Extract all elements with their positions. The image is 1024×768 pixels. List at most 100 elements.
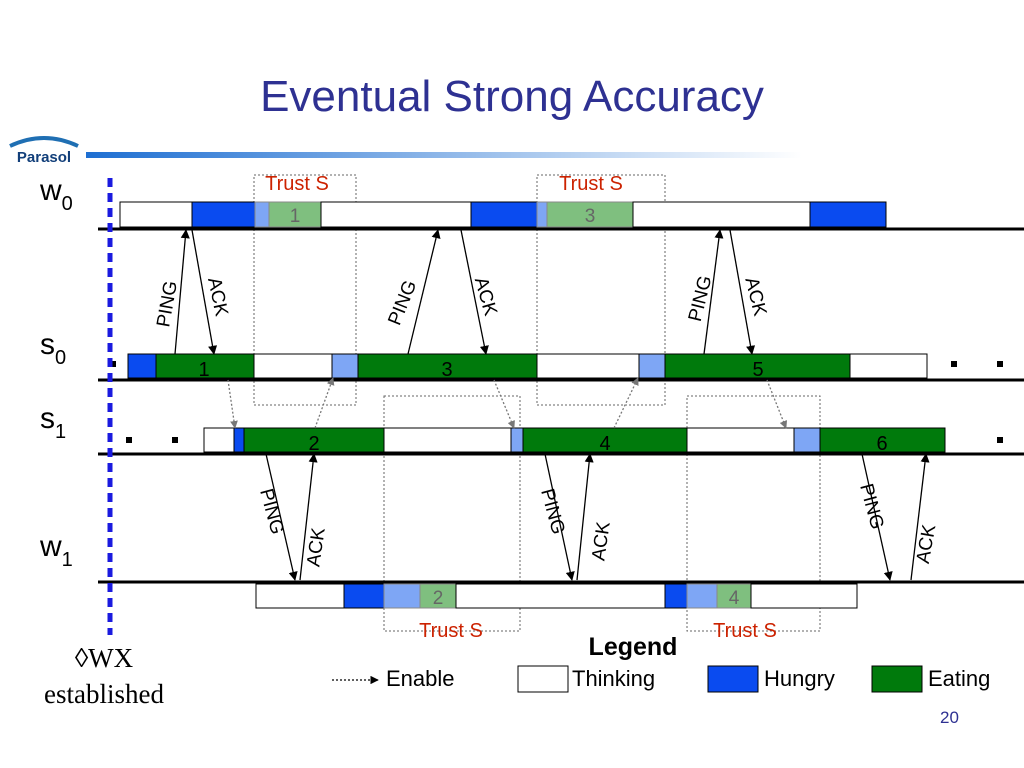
eating-block-light — [716, 583, 752, 609]
enable-arrow — [613, 377, 639, 429]
thinking-block — [320, 201, 472, 228]
hungry-block-light — [536, 201, 548, 228]
ack-label: ACK — [203, 276, 232, 319]
ack-label: ACK — [588, 520, 614, 562]
page-number: 20 — [940, 708, 959, 727]
hungry-block-light — [638, 353, 666, 379]
ack-label: ACK — [303, 526, 329, 568]
legend-title: Legend — [589, 633, 678, 661]
hungry-block — [127, 353, 157, 379]
thinking-block — [686, 427, 795, 453]
eating-number: 1 — [290, 206, 301, 227]
wx-note-line1: ◊WX — [75, 643, 134, 673]
thinking-block — [255, 583, 345, 609]
thinking-block — [119, 201, 193, 228]
ack-arrow — [460, 229, 489, 355]
ping-arrow — [174, 229, 190, 355]
hungry-block-light — [254, 201, 270, 228]
ack-arrow — [299, 453, 318, 581]
hungry-block-light — [686, 583, 718, 609]
ping-arrow — [861, 453, 893, 581]
eating-block — [357, 353, 538, 379]
thinking-block — [383, 427, 512, 453]
thinking-block — [750, 583, 858, 609]
eating-number: 5 — [752, 359, 763, 381]
thinking-block — [536, 353, 640, 379]
row-w0: 1 3 — [98, 201, 1024, 231]
trust-window — [253, 174, 357, 406]
header-rule — [86, 152, 802, 158]
logo-text: Parasol — [17, 149, 71, 166]
parasol-logo: Parasol — [9, 136, 79, 166]
hungry-block-light — [510, 427, 524, 453]
thinking-block — [203, 427, 235, 453]
enable-arrow — [314, 377, 335, 429]
thinking-block — [455, 583, 666, 609]
ellipsis-dot — [997, 437, 1003, 443]
row-label-w1: w1 — [39, 530, 73, 571]
eating-number: 2 — [433, 588, 444, 609]
legend-eating-label: Eating — [928, 666, 990, 691]
ping-arrow — [703, 229, 724, 355]
ellipsis-dot — [126, 437, 132, 443]
ack-arrow — [729, 229, 756, 355]
hungry-block — [809, 201, 887, 228]
row-label-s0: s0 — [40, 328, 66, 369]
thinking-block — [632, 201, 811, 228]
hungry-block-light — [793, 427, 821, 453]
ping-label: PING — [855, 481, 887, 531]
ellipsis-dot — [110, 361, 116, 367]
hungry-block — [470, 201, 538, 228]
ping-arrow — [544, 453, 575, 581]
ellipsis-dot — [951, 361, 957, 367]
enable-arrow — [227, 379, 238, 429]
slide-title: Eventual Strong Accuracy — [260, 72, 764, 121]
legend-eating-swatch — [871, 665, 923, 693]
hungry-block-light — [383, 583, 421, 609]
legend-enable-label: Enable — [386, 666, 455, 691]
trust-label: Trust S — [419, 620, 483, 642]
logo-arc-icon — [9, 136, 79, 148]
ping-label: PING — [255, 486, 287, 536]
hungry-block — [343, 583, 385, 609]
trust-label: Trust S — [559, 173, 623, 195]
legend-hungry-label: Hungry — [764, 666, 835, 691]
eating-number: 3 — [441, 359, 452, 381]
eating-block-light — [268, 201, 322, 228]
eating-number: 4 — [729, 588, 740, 609]
eating-block-light — [546, 201, 634, 228]
enable-arrow — [493, 379, 515, 429]
thinking-block — [849, 353, 928, 379]
row-s1: 2 4 6 — [98, 427, 1024, 456]
ping-label: PING — [536, 486, 568, 536]
eating-block — [522, 427, 688, 453]
trust-window — [383, 395, 521, 632]
eating-number: 3 — [585, 206, 596, 227]
eating-block-light — [419, 583, 457, 609]
legend-thinking-label: Thinking — [572, 666, 655, 691]
trust-label: Trust S — [265, 173, 329, 195]
eating-number: 6 — [876, 433, 887, 455]
eating-number: 4 — [599, 433, 610, 455]
enable-arrow — [766, 379, 788, 429]
row-w1: 2 4 — [98, 580, 1024, 609]
eating-number: 1 — [198, 359, 209, 381]
hungry-block — [233, 427, 245, 453]
ack-label: ACK — [470, 275, 501, 319]
legend-hungry-swatch — [707, 665, 759, 693]
row-s0: 1 3 5 — [98, 353, 1024, 382]
ping-arrow — [407, 229, 441, 355]
eating-number: 2 — [308, 433, 319, 455]
hungry-block — [664, 583, 688, 609]
eating-block — [243, 427, 385, 453]
trust-label: Trust S — [713, 620, 777, 642]
ack-arrow — [191, 229, 218, 355]
thinking-block — [253, 353, 333, 379]
ping-arrow — [265, 453, 298, 581]
ellipsis-dot — [172, 437, 178, 443]
eating-block — [819, 427, 946, 453]
ellipsis-dot — [997, 361, 1003, 367]
hungry-block — [191, 201, 256, 228]
row-label-s1: s1 — [40, 402, 66, 443]
